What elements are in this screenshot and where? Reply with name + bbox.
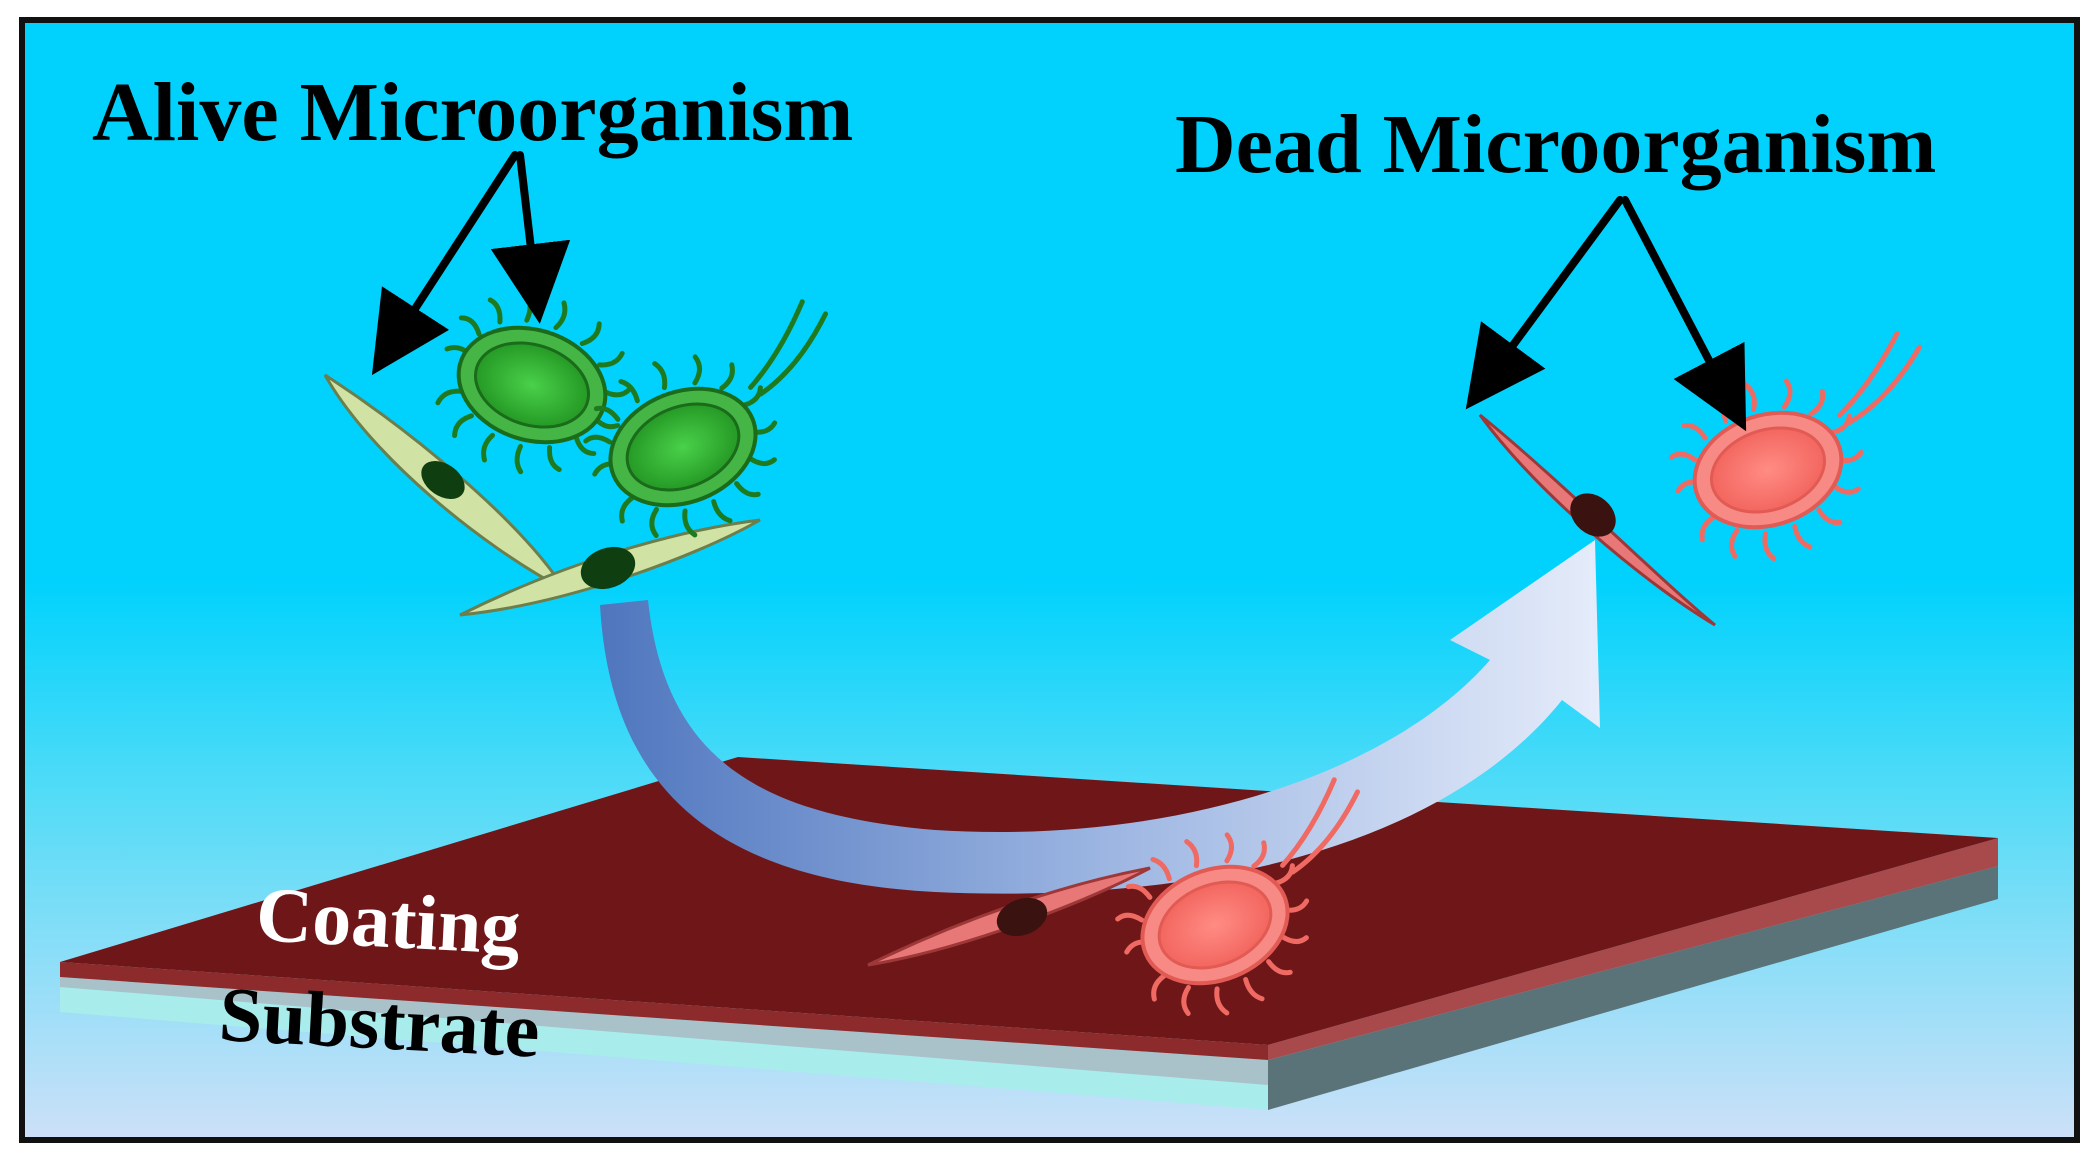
dead-microorganisms-floating [1478,330,1922,627]
coating-label: Coating [254,870,523,971]
alive-microorganism-label: Alive Microorganism [92,66,853,159]
dead-microorganisms-on-coating [867,777,1361,1039]
dead-pointer-arrows [1465,196,1747,432]
dead-bacterium-floating [1653,330,1922,580]
alive-cell-horizontal [459,518,761,617]
alive-microorganisms [323,273,829,617]
alive-pointer-right [490,151,571,324]
dead-cell-on-coating [867,866,1151,967]
substrate-front-face [60,987,1268,1110]
substrate-side-face [1268,866,1998,1110]
dead-bacterium-on-coating [1096,777,1361,1039]
dead-microorganism-label: Dead Microorganism [1175,98,1936,191]
alive-pointer-arrows [371,151,571,376]
dead-pointer-right [1621,196,1747,432]
coating-front-edge [60,962,1268,1060]
dead-pointer-left [1465,196,1624,410]
substrate-label: Substrate [217,970,542,1074]
alive-bacterium-2 [564,299,829,561]
alive-pointer-left [371,151,519,376]
dead-cell-floating [1478,413,1716,627]
coating-side-edge [1268,838,1998,1060]
